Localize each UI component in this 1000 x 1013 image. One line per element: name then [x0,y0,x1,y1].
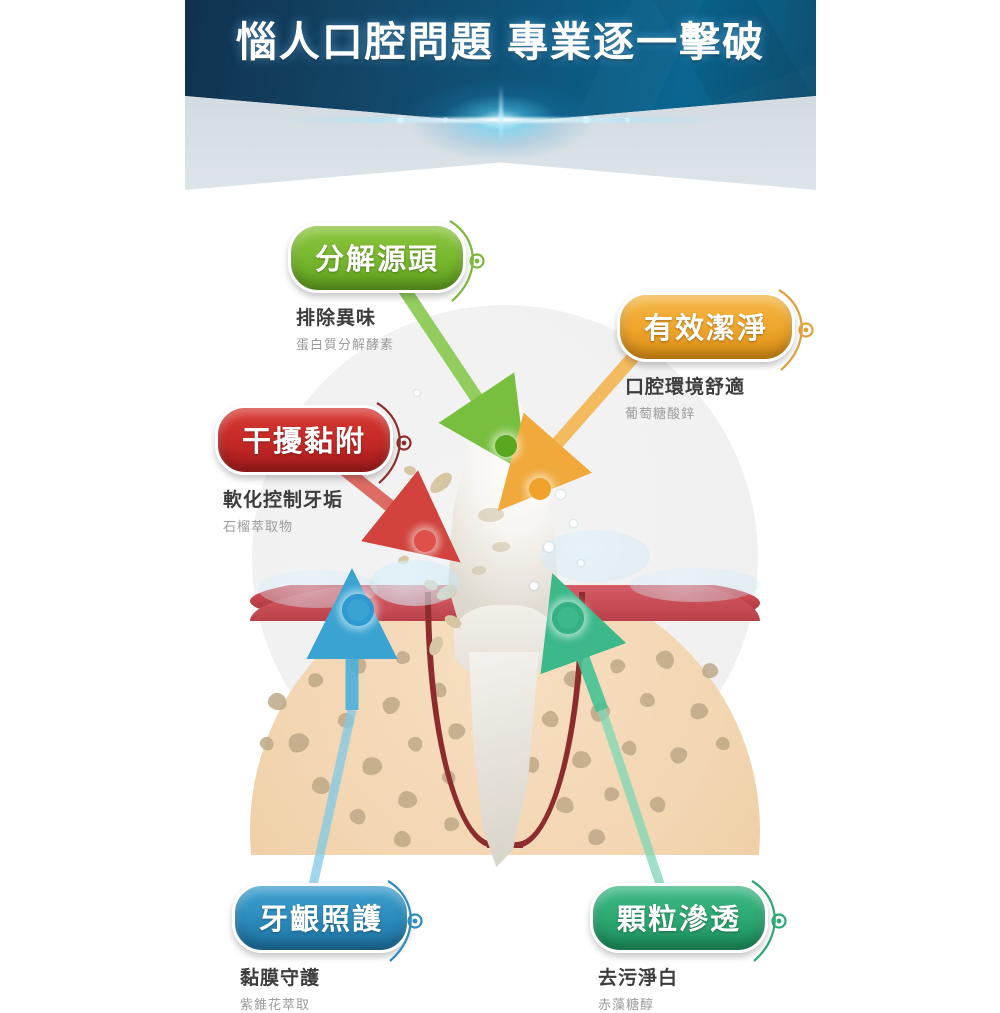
callout-particle-penetration[interactable]: 顆粒滲透 去污淨白 赤藻糖醇 [590,880,787,1013]
callout-subtitle: 去污淨白 [598,968,679,989]
arrow-particle-penetration-lower [597,708,667,892]
plaque-stain [492,542,510,552]
plaque-stain [472,566,486,575]
callout-note: 赤藻糖醇 [598,997,655,1012]
callout-subtitle: 排除異味 [296,308,377,329]
callout-title: 牙齦照護 [259,904,384,936]
lens-flare-dot-right [583,116,590,124]
callout-note: 葡萄糖酸鋅 [625,406,696,421]
callout-pill-particle-penetration[interactable]: 顆粒滲透 [590,883,769,953]
arrow-decompose-source [384,264,527,474]
lens-flare-dot-left [397,116,404,124]
callout-note: 紫錐花萃取 [240,997,311,1012]
arrow-gum-care-lower [307,709,357,891]
target-dot-decompose-source [495,435,517,457]
callout-interfere-adhesion[interactable]: 干擾黏附 軟化控制牙垢 石榴萃取物 [215,402,412,535]
target-dot-interfere-adhesion [414,530,436,552]
infographic-stage: 分解源頭 排除異味 蛋白質分解酵素 有效潔淨 口腔環境舒適 葡萄糖酸鋅 干擾黏附 [0,190,1000,1012]
callout-decompose-source[interactable]: 分解源頭 排除異味 蛋白質分解酵素 [288,220,485,353]
callout-pill-interfere-adhesion[interactable]: 干擾黏附 [215,405,394,475]
arrow-particle-penetration [540,573,627,713]
callout-effective-clean[interactable]: 有效潔淨 口腔環境舒適 葡萄糖酸鋅 [617,289,814,422]
water-bubble [530,582,538,590]
callout-pill-effective-clean[interactable]: 有效潔淨 [617,292,796,362]
target-dot-gum-care [342,594,374,626]
callout-subtitle: 口腔環境舒適 [625,377,746,398]
target-dot-effective-clean [529,478,551,500]
lens-flare-vertical [498,84,503,155]
page-title: 惱人口腔問題 專業逐一擊破 [235,19,766,65]
foam-splash-far-right [630,568,760,602]
arrow-effective-clean [497,333,655,512]
water-bubble [578,560,584,566]
arrow-layer [306,264,667,892]
callout-note: 石榴萃取物 [223,519,294,534]
callout-title: 干擾黏附 [242,426,367,458]
callout-pill-gum-care[interactable]: 牙齦照護 [232,883,411,953]
target-dot-particle-penetration [552,602,584,634]
callout-title: 有效潔淨 [644,313,769,345]
water-bubble [570,520,577,527]
callout-pill-decompose-source[interactable]: 分解源頭 [288,223,467,293]
lens-flare-dot-left2 [443,117,448,123]
water-bubble [544,542,554,552]
plaque-stain [478,508,504,522]
water-bubble [414,390,420,396]
callout-title: 顆粒滲透 [617,904,742,936]
callout-subtitle: 黏膜守護 [240,968,321,989]
callout-gum-care[interactable]: 牙齦照護 黏膜守護 紫錐花萃取 [232,880,423,1013]
lens-flare-dot-right2 [625,117,630,123]
callout-note: 蛋白質分解酵素 [296,337,395,352]
callout-title: 分解源頭 [315,244,440,276]
header-banner: 惱人口腔問題 專業逐一擊破 [185,0,816,190]
callout-subtitle: 軟化控制牙垢 [223,490,344,511]
